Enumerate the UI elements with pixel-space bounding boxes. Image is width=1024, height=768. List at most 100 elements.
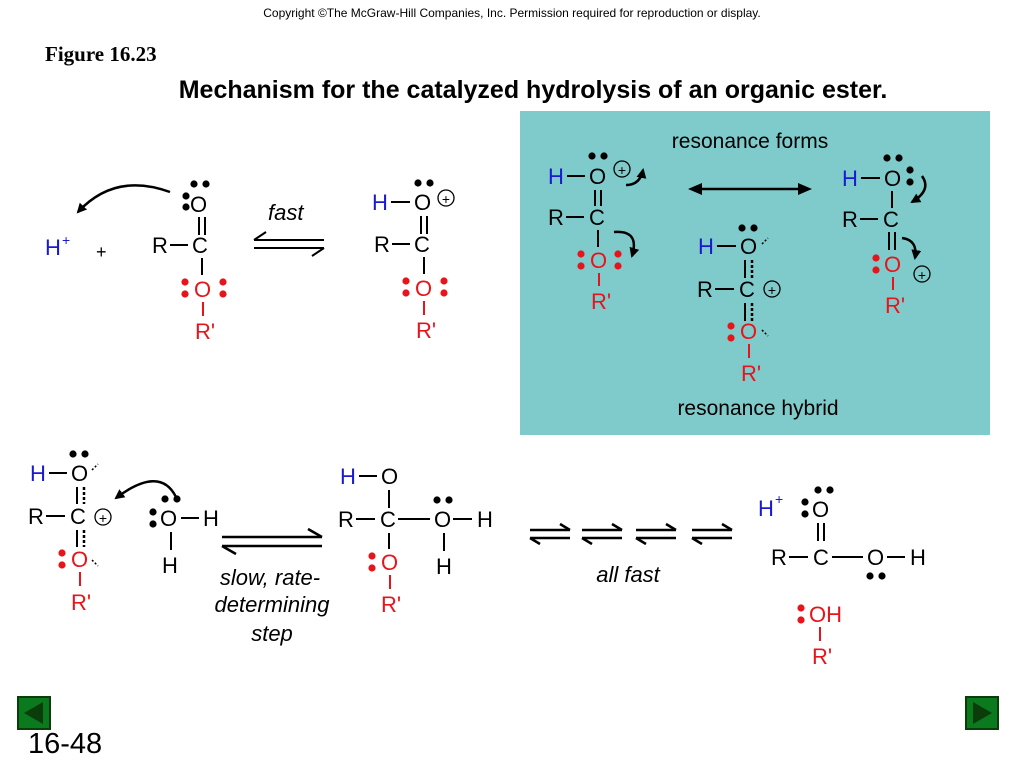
charge-circle-icon [613,160,631,178]
svg-text:O: O [740,319,757,344]
atom-label: O [190,192,207,217]
svg-text:R': R' [381,592,401,617]
svg-text:H: H [910,545,926,570]
all-fast-label: all fast [596,562,660,587]
fast-label: fast [268,200,304,225]
svg-text:R: R [842,207,858,232]
svg-text:R: R [338,507,354,532]
svg-text:R': R' [591,289,611,314]
curved-arrow-icon [625,168,647,187]
atom-label: R [374,232,390,257]
svg-text:+: + [768,282,776,298]
resonance-hybrid-label: resonance hybrid [677,397,838,420]
slow-step-label-line3: step [251,621,293,646]
svg-text:C: C [813,545,829,570]
svg-text:H: H [30,461,46,486]
svg-text:R': R' [885,293,905,318]
charge-circle-icon [913,265,931,283]
resonance-hybrid-structure: H O R C + O R' [697,224,781,386]
charge-circle-icon [437,189,455,207]
svg-text:O: O [589,164,606,189]
atom-label: H [372,190,388,215]
curved-arrow-icon [76,184,171,214]
svg-text:C: C [883,207,899,232]
charge-circle-icon [763,280,781,298]
slide-number: 16-48 [28,728,103,760]
resonance-form-2: H O R C O + R' [842,154,931,318]
water-molecule: O H H [149,495,219,578]
svg-text:O: O [812,497,829,522]
resonance-forms-label: resonance forms [672,130,828,153]
svg-text:R: R [771,545,787,570]
atom-label: C [414,232,430,257]
svg-text:R': R' [71,590,91,615]
svg-text:+: + [775,491,783,507]
svg-text:H: H [436,554,452,579]
svg-text:OH: OH [809,602,842,627]
previous-slide-button[interactable] [17,696,51,730]
svg-text:H: H [162,553,178,578]
products: H + O R C O H OH R' [758,486,926,669]
svg-text:H: H [548,164,564,189]
next-slide-button[interactable] [965,696,999,730]
atom-label: O [415,276,432,301]
atom-label: R' [416,318,436,343]
slow-equilibrium-arrow-icon [221,527,323,556]
plus-sign: + [96,242,107,262]
svg-text:H: H [698,234,714,259]
figure-label: Figure 16.23 [45,42,157,66]
svg-text:O: O [434,507,451,532]
atom-label: H [45,235,61,260]
carbocation-hybrid: H O R C + O R' [28,450,112,615]
svg-text:C: C [70,504,86,529]
equilibrium-arrow-icon [253,231,325,257]
svg-text:C: C [589,205,605,230]
svg-text:+: + [918,267,926,283]
atom-label: C [192,233,208,258]
page-title: Mechanism for the catalyzed hydrolysis o… [178,76,888,104]
svg-text:H: H [477,507,493,532]
multi-equilibrium-arrows-icon [529,522,733,546]
svg-text:O: O [71,547,88,572]
svg-text:H: H [340,464,356,489]
charge-circle-icon [94,508,112,526]
svg-text:R': R' [741,361,761,386]
curved-arrow-icon [613,230,640,258]
atom-label: O [194,277,211,302]
slow-step-label-line2: determining [215,592,331,617]
svg-text:+: + [618,162,626,178]
proton-reactant: H + [45,232,70,260]
svg-text:+: + [442,191,450,207]
svg-text:R: R [28,504,44,529]
svg-text:R: R [697,277,713,302]
svg-text:H: H [203,506,219,531]
curved-arrow-icon [901,236,922,260]
atom-label: R [152,233,168,258]
protonated-ester: H O + R C O R' [372,179,455,343]
svg-text:R: R [548,205,564,230]
right-arrow-icon [973,702,992,724]
svg-text:C: C [739,277,755,302]
resonance-form-1: H O + R C O R' [548,152,647,314]
svg-text:O: O [884,166,901,191]
tetrahedral-intermediate: H O R C O H H O R' [338,464,493,617]
svg-text:O: O [867,545,884,570]
svg-text:+: + [99,510,107,526]
svg-text:O: O [160,506,177,531]
ester-molecule: O R C O R' [152,180,227,344]
copyright-notice: Copyright ©The McGraw-Hill Companies, In… [263,6,761,20]
atom-label: O [414,190,431,215]
atom-label: R' [195,319,215,344]
svg-text:O: O [71,461,88,486]
svg-text:C: C [380,507,396,532]
svg-text:H: H [842,166,858,191]
charge-label: + [62,232,70,248]
svg-text:O: O [590,248,607,273]
svg-text:O: O [884,252,901,277]
svg-text:R': R' [812,644,832,669]
svg-text:H: H [758,496,774,521]
curved-arrow-icon [910,175,927,204]
resonance-double-arrow-icon [688,183,812,195]
slow-step-label-line1: slow, rate- [220,565,320,590]
